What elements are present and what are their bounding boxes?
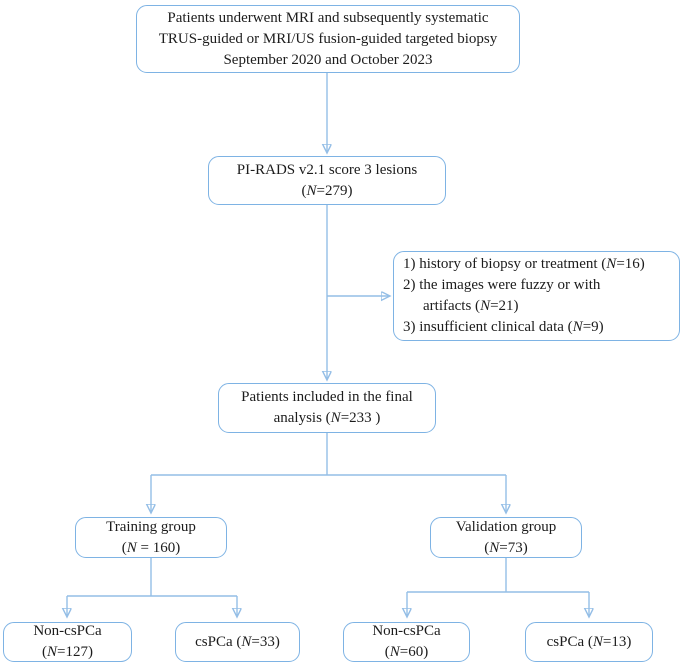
box-validation-cspca: csPCa (N=13): [525, 622, 653, 662]
box-training-cspca: csPCa (N=33): [175, 622, 300, 662]
box-text-line: TRUS-guided or MRI/US fusion-guided targ…: [158, 30, 498, 47]
box-training-group: Training group (N = 160): [75, 517, 227, 558]
box-text-line: Patients underwent MRI and subsequently …: [167, 9, 489, 26]
box-validation-group: Validation group (N=73): [430, 517, 582, 558]
box-text-line: Validation group: [455, 518, 557, 535]
box-text-line: Patients included in the final: [241, 389, 413, 405]
box-pirads-lesions: PI-RADS v2.1 score 3 lesions (N=279): [208, 156, 446, 205]
box-text-line: September 2020 and October 2023: [223, 51, 433, 68]
box-text-line: 3) insufficient clinical data (N=9): [403, 319, 604, 335]
box-text-line: Non-csPCa: [372, 623, 441, 639]
box-text-line: analysis (N=233 ): [273, 410, 381, 426]
box-text-line: (N=60): [384, 644, 429, 660]
box-text-line: csPCa (N=13): [546, 633, 632, 650]
box-initial-cohort: Patients underwent MRI and subsequently …: [136, 5, 520, 73]
box-final-analysis: Patients included in the final analysis …: [218, 383, 436, 433]
box-text-line: PI-RADS v2.1 score 3 lesions: [236, 161, 418, 178]
box-exclusion-criteria: 1) history of biopsy or treatment (N=16)…: [393, 251, 680, 341]
box-validation-non-cspca: Non-csPCa (N=60): [343, 622, 470, 662]
box-text-line: Training group: [106, 518, 196, 535]
box-text-line: 2) the images were fuzzy or with: [403, 277, 601, 293]
box-text-line: csPCa (N=33): [195, 633, 280, 650]
box-training-non-cspca: Non-csPCa (N=127): [3, 622, 132, 662]
box-text-line: (N = 160): [121, 539, 181, 556]
box-text-line: (N=279): [301, 182, 353, 199]
box-text-line: artifacts (N=21): [423, 298, 519, 314]
box-text-line: 1) history of biopsy or treatment (N=16): [403, 256, 645, 272]
box-text-line: Non-csPCa: [33, 623, 102, 639]
box-text-line: (N=73): [484, 539, 528, 556]
box-text-line: (N=127): [42, 644, 93, 660]
